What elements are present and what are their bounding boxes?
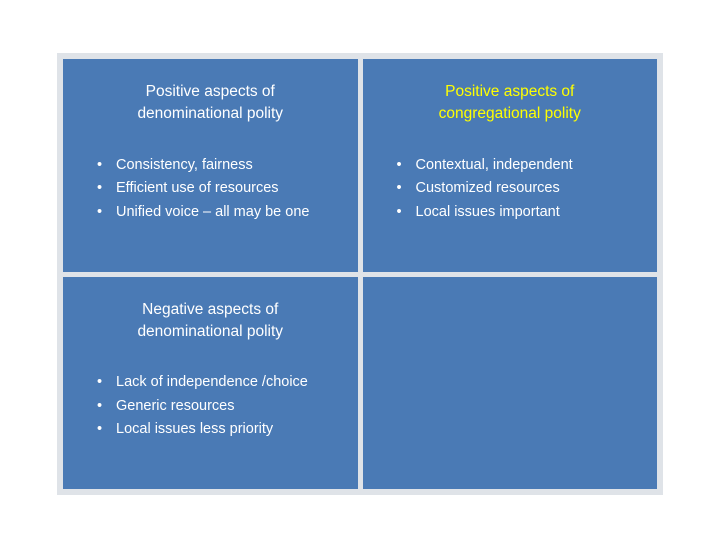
bullet-icon: • (97, 374, 103, 391)
list-item-label: Customized resources (415, 180, 560, 197)
bullet-icon: • (97, 156, 103, 173)
bullet-icon: • (396, 203, 402, 220)
list-item-label: Generic resources (116, 397, 235, 414)
list-item-label: Local issues important (415, 203, 560, 220)
list-item-label: Consistency, fairness (116, 156, 253, 173)
comparison-table: Positive aspects of denominational polit… (57, 53, 663, 495)
bullet-list: • Consistency, fairness • Efficient use of… (89, 154, 332, 223)
bullet-icon: • (396, 180, 402, 197)
list-item: • Local issues important (389, 201, 632, 223)
bullet-icon: • (396, 156, 402, 173)
bullet-icon: • (97, 397, 103, 414)
cell-title: Negative aspects of denominational polit… (137, 300, 284, 340)
cell-negative-denominational[interactable]: Negative aspects of denominational polit… (63, 276, 358, 489)
list-item-label: Efficient use of resources (116, 180, 279, 197)
list-item-label: Local issues less priority (116, 421, 274, 438)
list-item: • Contextual, independent (389, 154, 632, 176)
cell-positive-denominational[interactable]: Positive aspects of denominational polit… (63, 59, 358, 272)
list-item: • Lack of independence /choice (89, 371, 332, 393)
cell-title: Positive aspects of denominational polit… (137, 83, 284, 123)
bullet-icon: • (97, 203, 103, 220)
list-item-label: Contextual, independent (415, 156, 573, 173)
bullet-icon: • (97, 180, 103, 197)
cell-positive-congregational[interactable]: Positive aspects of congregational polit… (362, 59, 657, 272)
list-item: • Efficient use of resources (89, 177, 332, 199)
table-grid: Positive aspects of denominational polit… (57, 53, 663, 495)
list-item: • Unified voice – all may be one (89, 201, 332, 223)
list-item: • Customized resources (389, 177, 632, 199)
cell-title: Positive aspects of congregational polit… (438, 83, 581, 123)
list-item: • Generic resources (89, 395, 332, 417)
bullet-list: • Lack of independence /choice • Generic r… (89, 371, 332, 440)
bullet-list: • Contextual, independent • Customized res… (389, 154, 632, 223)
list-item-label: Lack of independence /choice (116, 374, 308, 391)
bullet-icon: • (97, 421, 103, 438)
cell-empty[interactable] (362, 276, 657, 489)
list-item: • Local issues less priority (89, 418, 332, 440)
list-item: • Consistency, fairness (89, 154, 332, 176)
list-item-label: Unified voice – all may be one (116, 203, 310, 220)
